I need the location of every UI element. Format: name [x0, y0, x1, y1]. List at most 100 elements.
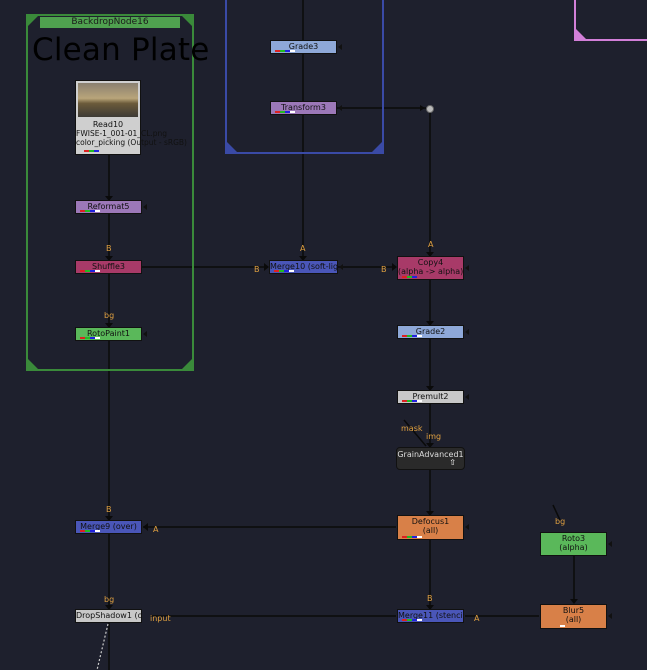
node-label: Grade3: [288, 42, 319, 51]
blue-channel-indicator: [285, 111, 290, 113]
green-channel-indicator: [407, 335, 412, 337]
red-channel-indicator: [402, 400, 407, 402]
mask-input-arrow-icon[interactable]: [143, 331, 147, 337]
input-label-bg: bg: [104, 311, 115, 320]
green-channel-indicator: [85, 337, 90, 339]
node-colorspace: color_picking (Output - sRGB): [76, 138, 187, 147]
backdrop-corner-icon: [28, 359, 38, 369]
node-transform3[interactable]: Transform3: [270, 101, 337, 115]
alpha-channel-indicator: [290, 50, 295, 52]
alpha-channel-indicator: [95, 337, 100, 339]
backdrop-corner-icon: [227, 142, 237, 152]
input-label-input: input: [150, 614, 171, 623]
red-channel-indicator: [80, 337, 85, 339]
backdrop-pink[interactable]: [574, 0, 647, 41]
backdrop-clean-plate[interactable]: BackdropNode16 Clean Plate: [26, 14, 209, 371]
green-channel-indicator: [407, 276, 412, 278]
alpha-channel-indicator: [417, 400, 422, 402]
mask-input-arrow-icon[interactable]: [338, 44, 342, 50]
green-channel-indicator: [407, 400, 412, 402]
node-sublabel: (alpha): [559, 543, 588, 552]
blue-channel-indicator: [412, 276, 417, 278]
backdrop-corner-icon: [576, 29, 586, 39]
node-label: RotoPaint1: [86, 329, 130, 338]
node-merge11[interactable]: Merge11 (stencil): [397, 609, 464, 623]
node-roto3[interactable]: Roto3 (alpha): [540, 532, 607, 556]
input-label-img: img: [426, 432, 442, 441]
mask-input-arrow-icon[interactable]: [465, 524, 469, 530]
red-channel-indicator: [275, 111, 280, 113]
node-label: Reformat5: [87, 202, 130, 211]
mask-input-arrow-icon[interactable]: [465, 265, 469, 271]
alpha-channel-indicator: [417, 335, 422, 337]
mask-input-arrow-icon[interactable]: [338, 105, 342, 111]
node-label: Blur5: [562, 606, 585, 615]
red-channel-indicator: [84, 150, 89, 152]
node-defocus1[interactable]: Defocus1 (all): [397, 515, 464, 540]
red-channel-indicator: [274, 270, 279, 272]
mask-input-arrow-icon[interactable]: [608, 613, 612, 619]
green-channel-indicator: [279, 270, 284, 272]
alpha-channel-indicator: [417, 536, 422, 538]
node-shuffle3[interactable]: Shuffle3: [75, 260, 142, 274]
blue-channel-indicator: [284, 270, 289, 272]
backdrop-corner-icon: [182, 359, 192, 369]
backdrop-blue[interactable]: [225, 0, 384, 154]
node-rotopaint1[interactable]: RotoPaint1: [75, 327, 142, 341]
red-channel-indicator: [402, 276, 407, 278]
input-label-bg: bg: [104, 595, 115, 604]
input-label-b: B: [427, 594, 433, 603]
green-channel-indicator: [85, 210, 90, 212]
input-label-a: A: [428, 240, 434, 249]
node-label: Roto3: [561, 534, 586, 543]
node-merge9[interactable]: Merge9 (over): [75, 520, 142, 534]
alpha-channel-indicator: [95, 270, 100, 272]
blue-channel-indicator: [90, 530, 95, 532]
alpha-channel-indicator: [95, 210, 100, 212]
input-label-bg: bg: [555, 517, 566, 526]
green-channel-indicator: [89, 150, 94, 152]
mask-input-arrow-icon[interactable]: [465, 329, 469, 335]
node-label: DropShadow1 (over): [76, 611, 142, 620]
node-label: GrainAdvanced1: [397, 450, 464, 459]
backdrop-label: Clean Plate: [32, 32, 210, 68]
node-grade2[interactable]: Grade2: [397, 325, 464, 339]
node-reformat5[interactable]: Reformat5: [75, 200, 142, 214]
green-channel-indicator: [280, 50, 285, 52]
blue-channel-indicator: [412, 400, 417, 402]
blue-channel-indicator: [412, 619, 417, 621]
node-grainadvanced1[interactable]: GrainAdvanced1 ⇧: [396, 447, 465, 470]
green-channel-indicator: [85, 270, 90, 272]
node-blur5[interactable]: Blur5 (all): [540, 604, 607, 629]
node-label: Copy4: [417, 258, 444, 267]
node-grade3[interactable]: Grade3: [270, 40, 337, 54]
node-copy4[interactable]: Copy4 (alpha -> alpha): [397, 256, 464, 280]
red-channel-indicator: [402, 335, 407, 337]
dot-node[interactable]: [426, 105, 434, 113]
mask-input-arrow-icon[interactable]: [143, 204, 147, 210]
node-read10[interactable]: Read10 FWISE-1_001-01_CL.png color_picki…: [75, 80, 187, 155]
mask-input-arrow-icon[interactable]: [465, 394, 469, 400]
node-label: Merge11 (stencil): [398, 611, 464, 620]
green-channel-indicator: [407, 619, 412, 621]
mask-input-arrow-icon[interactable]: [608, 541, 612, 547]
blue-channel-indicator: [90, 270, 95, 272]
green-channel-indicator: [280, 111, 285, 113]
node-label: Transform3: [281, 103, 326, 112]
mask-input-arrow-icon[interactable]: [339, 264, 343, 270]
node-premult2[interactable]: Premult2: [397, 390, 464, 404]
alpha-channel-indicator: [289, 270, 294, 272]
node-name: Read10: [92, 120, 124, 129]
node-label: Premult2: [412, 392, 449, 401]
input-label-a: A: [300, 244, 306, 253]
alpha-channel-indicator: [95, 530, 100, 532]
node-merge10[interactable]: Merge10 (soft-light): [269, 260, 338, 274]
backdrop-title: BackdropNode16: [40, 17, 180, 28]
input-label-b: B: [106, 244, 112, 253]
input-label-b: B: [381, 265, 387, 274]
node-dropshadow1[interactable]: DropShadow1 (over): [75, 609, 142, 623]
alpha-channel-indicator: [417, 619, 422, 621]
node-label: Shuffle3: [92, 262, 125, 271]
input-label-b: B: [254, 265, 260, 274]
